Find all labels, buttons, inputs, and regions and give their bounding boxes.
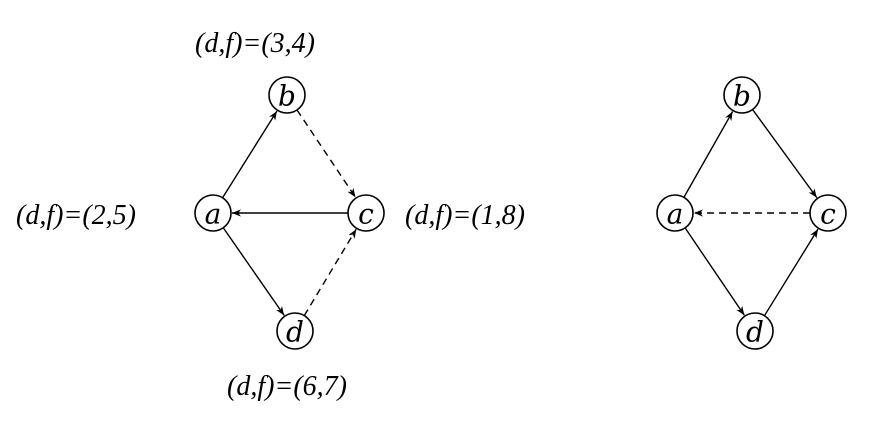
node-b: b bbox=[723, 76, 761, 114]
discovery-finish-label-d: (d,f)=(6,7) bbox=[227, 371, 347, 402]
node-label: d bbox=[286, 316, 304, 349]
edge-a-to-b bbox=[221, 110, 278, 199]
graph-left: b a c d (d,f)=(3,4) (d,f)=(2,5) (d,f)=(1,8) (d,… bbox=[16, 28, 525, 402]
node-circle bbox=[276, 312, 314, 350]
node-circle bbox=[723, 76, 761, 114]
node-circle bbox=[347, 194, 385, 232]
node-c: c bbox=[347, 194, 385, 232]
node-label: c bbox=[820, 198, 836, 231]
node-label: b bbox=[733, 80, 751, 113]
node-label: c bbox=[358, 198, 374, 231]
node-c: c bbox=[809, 194, 847, 232]
node-label: d bbox=[746, 316, 764, 349]
node-a: a bbox=[656, 194, 694, 232]
node-d: d bbox=[276, 312, 314, 350]
node-circle bbox=[268, 76, 306, 114]
node-label: a bbox=[667, 198, 684, 231]
discovery-finish-label-b: (d,f)=(3,4) bbox=[195, 28, 315, 59]
edge-d-to-c bbox=[763, 228, 819, 317]
node-label: a bbox=[205, 198, 222, 231]
node-b: b bbox=[268, 76, 306, 114]
node-d: d bbox=[736, 312, 774, 350]
node-circle bbox=[194, 194, 232, 232]
discovery-finish-label-a: (d,f)=(2,5) bbox=[16, 200, 136, 231]
node-label: b bbox=[278, 80, 296, 113]
edge-a-to-d bbox=[684, 227, 745, 316]
edge-a-to-d bbox=[222, 227, 285, 316]
node-a: a bbox=[194, 194, 232, 232]
discovery-finish-label-c: (d,f)=(1,8) bbox=[405, 200, 525, 231]
node-circle bbox=[809, 194, 847, 232]
node-circle bbox=[736, 312, 774, 350]
edge-a-to-b bbox=[683, 111, 734, 198]
node-circle bbox=[656, 194, 694, 232]
edge-d-to-c bbox=[303, 228, 357, 316]
edge-b-to-c bbox=[752, 109, 818, 199]
graph-right: b a c d bbox=[656, 76, 847, 350]
edge-b-to-c bbox=[296, 109, 357, 198]
